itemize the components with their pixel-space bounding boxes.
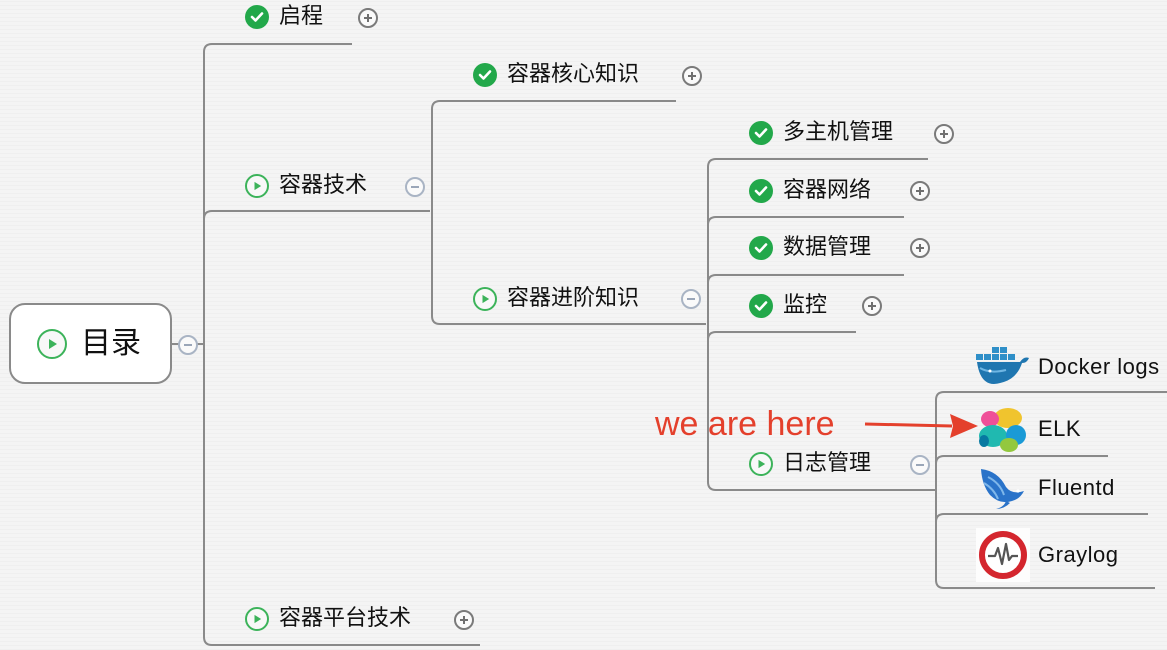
check-circle-icon xyxy=(749,179,773,203)
node-label: 容器进阶知识 xyxy=(507,286,640,311)
node-wangluo[interactable]: 容器网络 xyxy=(749,179,871,203)
node-label: ELK xyxy=(1038,416,1082,441)
node-rongqi-jishu[interactable]: 容器技术 xyxy=(245,174,367,198)
node-label: 数据管理 xyxy=(783,235,872,260)
node-label: 容器技术 xyxy=(279,173,368,198)
node-label: 监控 xyxy=(783,293,828,318)
node-jiankong[interactable]: 监控 xyxy=(749,294,827,318)
node-hexin[interactable]: 容器核心知识 xyxy=(473,63,639,87)
check-circle-icon xyxy=(749,236,773,260)
play-circle-icon xyxy=(37,328,67,359)
node-elk[interactable]: ELK xyxy=(976,402,1081,456)
node-rizhi[interactable]: 日志管理 xyxy=(749,452,871,476)
node-graylog[interactable]: Graylog xyxy=(976,528,1119,582)
annotation-text: we are here xyxy=(655,405,835,443)
elastic-logo-icon xyxy=(976,402,1030,456)
docker-whale-icon xyxy=(976,340,1030,394)
node-label: 日志管理 xyxy=(783,451,872,476)
check-circle-icon xyxy=(749,294,773,318)
collapse-button-rizhi[interactable] xyxy=(910,455,930,475)
node-fluentd[interactable]: Fluentd xyxy=(976,461,1115,515)
graylog-icon xyxy=(976,528,1030,582)
play-circle-icon xyxy=(245,607,269,631)
node-jinjie[interactable]: 容器进阶知识 xyxy=(473,287,639,311)
expand-button-jiankong[interactable] xyxy=(862,296,882,316)
node-duozhuji[interactable]: 多主机管理 xyxy=(749,121,893,145)
node-docker-logs[interactable]: Docker logs xyxy=(976,340,1160,394)
expand-button-wangluo[interactable] xyxy=(910,181,930,201)
node-label: 容器网络 xyxy=(783,178,872,203)
expand-button-qicheng[interactable] xyxy=(358,8,378,28)
fluentd-bird-icon xyxy=(976,461,1030,515)
play-circle-icon xyxy=(245,174,269,198)
node-label: 多主机管理 xyxy=(783,120,894,145)
node-label: Graylog xyxy=(1038,542,1119,567)
annotation-arrow xyxy=(864,414,978,438)
check-circle-icon xyxy=(473,63,497,87)
node-pingtai[interactable]: 容器平台技术 xyxy=(245,607,411,631)
check-circle-icon xyxy=(749,121,773,145)
node-qicheng[interactable]: 启程 xyxy=(245,5,323,29)
root-collapse-button[interactable] xyxy=(178,335,198,355)
node-label: 启程 xyxy=(279,4,324,29)
collapse-button-rongqi-jishu[interactable] xyxy=(405,177,425,197)
node-label: 容器核心知识 xyxy=(507,62,640,87)
node-label: Docker logs xyxy=(1038,354,1160,379)
expand-button-shuju[interactable] xyxy=(910,238,930,258)
root-node[interactable]: 目录 xyxy=(9,303,172,384)
check-circle-icon xyxy=(245,5,269,29)
node-shuju[interactable]: 数据管理 xyxy=(749,236,871,260)
collapse-button-jinjie[interactable] xyxy=(681,289,701,309)
expand-button-pingtai[interactable] xyxy=(454,610,474,630)
expand-button-hexin[interactable] xyxy=(682,66,702,86)
play-circle-icon xyxy=(473,287,497,311)
play-circle-icon xyxy=(749,452,773,476)
node-label: Fluentd xyxy=(1038,475,1115,500)
node-label: 容器平台技术 xyxy=(279,606,412,631)
expand-button-duozhuji[interactable] xyxy=(934,124,954,144)
root-label: 目录 xyxy=(81,325,141,361)
